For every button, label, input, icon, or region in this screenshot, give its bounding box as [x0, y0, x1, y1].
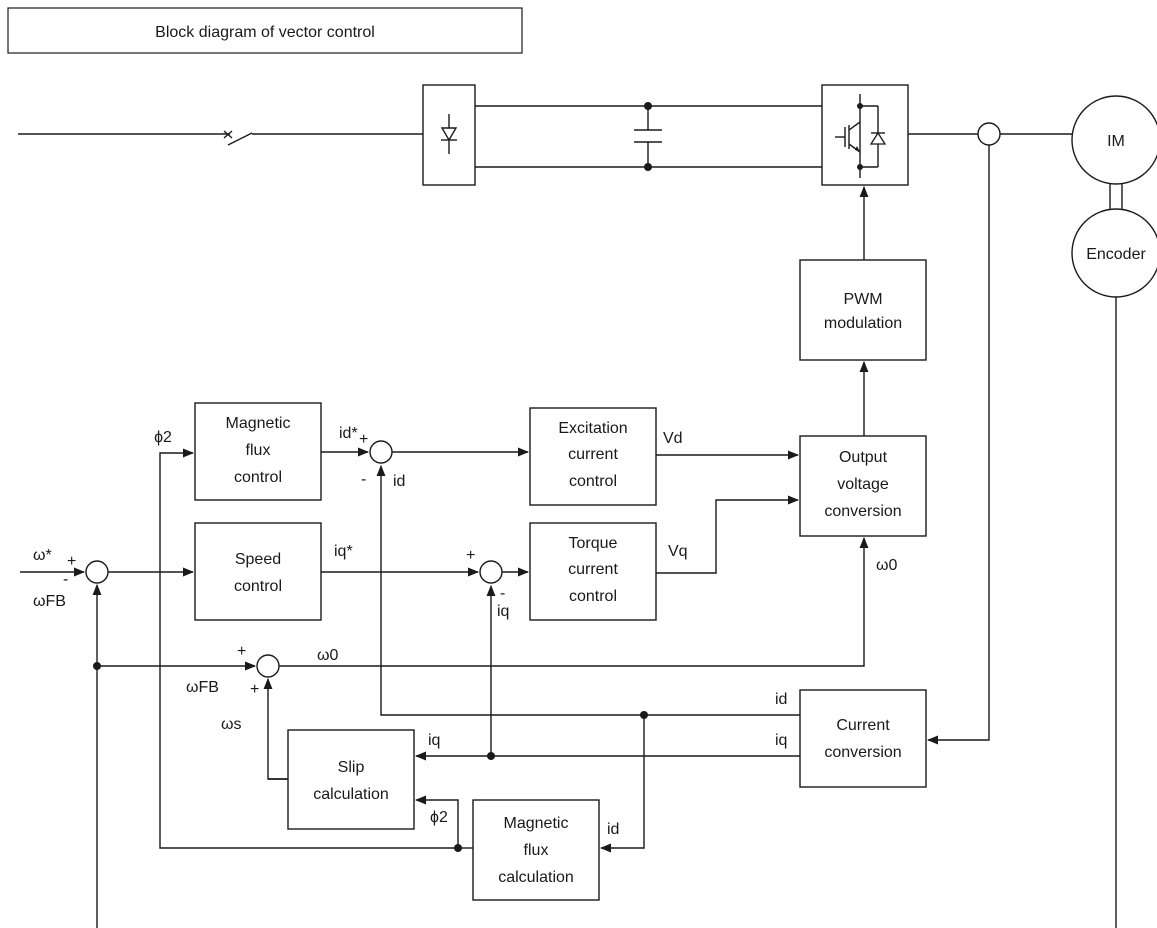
- iq-conversion-label: iq: [775, 732, 787, 749]
- omega0-label-right: ω0: [876, 557, 897, 574]
- svg-text:Speed: Speed: [235, 551, 281, 568]
- encoder: Encoder: [1071, 208, 1157, 298]
- pwm-modulation-block: PWM modulation: [799, 259, 927, 361]
- omega-ref-label: ω*: [33, 547, 52, 564]
- iq-slip-label: iq: [428, 732, 440, 749]
- phi2-label-bottom: ϕ2: [430, 809, 448, 826]
- iq-feedback-label: iq: [497, 603, 509, 620]
- svg-text:modulation: modulation: [824, 315, 902, 332]
- svg-text:Output: Output: [839, 449, 888, 466]
- id-feedback-label: id: [393, 473, 405, 490]
- svg-text:Encoder: Encoder: [1086, 246, 1146, 263]
- svg-text:Magnetic: Magnetic: [504, 815, 569, 832]
- svg-text:Slip: Slip: [338, 759, 365, 776]
- svg-text:calculation: calculation: [313, 786, 389, 803]
- id-conversion-label: id: [775, 691, 787, 708]
- svg-text:calculation: calculation: [498, 869, 574, 886]
- omega-s-plus-sign: +: [250, 681, 259, 698]
- capacitor-icon: [634, 106, 662, 167]
- id-ref-label: id*: [339, 425, 358, 442]
- vd-label: Vd: [663, 430, 683, 447]
- magnetic-flux-control-block: Magnetic flux control: [194, 402, 322, 501]
- current-conversion-block: Current conversion: [799, 689, 927, 788]
- svg-text:PWM: PWM: [843, 291, 882, 308]
- diode-icon: [440, 114, 458, 154]
- breaker-switch: [227, 132, 253, 146]
- magnetic-flux-calculation-block: Magnetic flux calculation: [472, 799, 600, 901]
- svg-text:conversion: conversion: [824, 744, 901, 761]
- svg-text:voltage: voltage: [837, 476, 889, 493]
- svg-text:conversion: conversion: [824, 503, 901, 520]
- omega-fb-label-lower: ωFB: [186, 679, 219, 696]
- output-voltage-conversion-block: Output voltage conversion: [799, 435, 927, 537]
- iq-plus-sign: +: [466, 547, 475, 564]
- svg-text:current: current: [568, 561, 618, 578]
- diagram-title: Block diagram of vector control: [155, 24, 375, 41]
- svg-text:control: control: [569, 588, 617, 605]
- svg-text:control: control: [234, 578, 282, 595]
- title-box: Block diagram of vector control: [7, 7, 523, 54]
- id-minus-sign: -: [361, 471, 366, 488]
- speed-plus-sign: +: [67, 553, 76, 570]
- phi2-label-top: ϕ2: [154, 429, 172, 446]
- id-flux-calc-label: id: [607, 821, 619, 838]
- svg-text:Torque: Torque: [569, 535, 618, 552]
- slip-calculation-block: Slip calculation: [287, 729, 415, 830]
- omega-s-label: ωs: [221, 716, 242, 733]
- iq-minus-sign: -: [500, 585, 505, 602]
- excitation-current-control-block: Excitation current control: [529, 407, 657, 506]
- svg-text:control: control: [569, 473, 617, 490]
- iq-summing-junction: [479, 560, 503, 584]
- svg-text:Excitation: Excitation: [558, 420, 627, 437]
- omega0-summing-junction: [256, 654, 280, 678]
- svg-text:Current: Current: [836, 717, 890, 734]
- power-circuit: [18, 84, 1072, 186]
- id-summing-junction: [369, 440, 393, 464]
- omega-fb-label-left: ωFB: [33, 593, 66, 610]
- svg-text:current: current: [568, 446, 618, 463]
- omega0-plus-sign: +: [237, 643, 246, 660]
- svg-text:Magnetic: Magnetic: [226, 415, 291, 432]
- vq-label: Vq: [668, 543, 688, 560]
- svg-text:IM: IM: [1107, 133, 1125, 150]
- omega0-label-mid: ω0: [317, 647, 338, 664]
- svg-text:flux: flux: [246, 442, 271, 459]
- torque-current-control-block: Torque current control: [529, 522, 657, 621]
- svg-text:flux: flux: [524, 842, 549, 859]
- motor-im: IM: [1071, 95, 1157, 185]
- iq-ref-label: iq*: [334, 543, 353, 560]
- svg-text:control: control: [234, 469, 282, 486]
- inverter-block: [821, 84, 909, 186]
- speed-control-block: Speed control: [194, 522, 322, 621]
- igbt-icon: [835, 94, 887, 178]
- speed-minus-sign: -: [63, 571, 68, 588]
- id-plus-sign: +: [359, 431, 368, 448]
- current-sensor-icon: [977, 122, 1001, 146]
- speed-error-summing-junction: [85, 560, 109, 584]
